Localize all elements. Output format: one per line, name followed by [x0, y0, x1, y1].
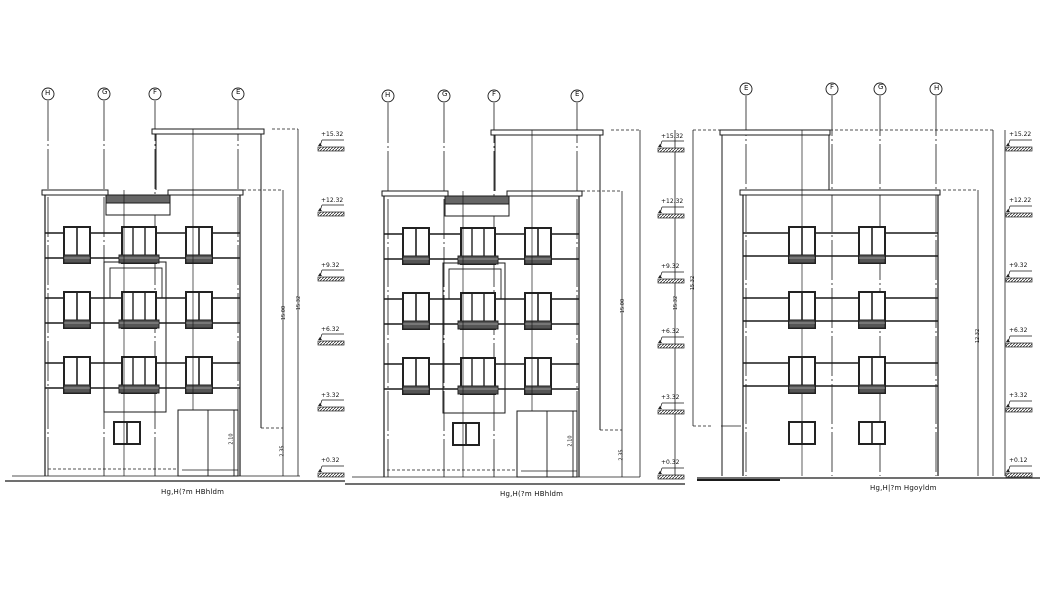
grid-marker-mid-2: G	[442, 90, 448, 98]
dimension-base: 2.35	[279, 445, 286, 457]
grid-marker-mid-4: E	[575, 90, 580, 98]
grid-marker-left-4: E	[236, 88, 241, 96]
level-label: +12.22	[1009, 197, 1032, 204]
dimension-mid: 15.00	[620, 298, 627, 314]
dimension-mid: 15.00	[281, 305, 288, 321]
grid-marker-left-2: G	[102, 88, 108, 96]
grid-marker-right-2: F	[830, 83, 835, 91]
level-label: +15.32	[661, 133, 684, 140]
level-label: +9.32	[661, 263, 680, 270]
elevation-middle	[345, 89, 685, 485]
elevation-right	[692, 82, 1040, 481]
level-label: +3.32	[1009, 392, 1028, 399]
dimension-base: 2.35	[618, 449, 625, 461]
grid-marker-mid-3: F	[492, 90, 497, 98]
elevation-title-right: Hg,H|?m Hgoyldm	[870, 484, 937, 492]
level-label: +9.32	[1009, 262, 1028, 269]
level-label: +3.32	[661, 394, 680, 401]
dimension-door: 2.10	[228, 433, 235, 445]
elevation-title-left: Hg,H(?m HBhldm	[161, 488, 225, 496]
level-label: +12.32	[321, 197, 344, 204]
dimension-door: 2.10	[567, 435, 574, 447]
elevation-title-middle: Hg,H(?m HBhldm	[500, 490, 564, 498]
grid-marker-right-4: H	[934, 84, 940, 92]
dimension-overall: 15.32	[690, 275, 697, 291]
level-label: +12.32	[661, 198, 684, 205]
level-label: +3.32	[321, 392, 340, 399]
elevation-left	[5, 87, 345, 482]
dimension-overall: 15.32	[673, 295, 680, 311]
dimension-overall: 15.32	[296, 295, 303, 311]
grid-marker-right-1: E	[744, 84, 749, 92]
grid-marker-left-1: H	[45, 89, 51, 97]
grid-marker-mid-1: H	[385, 91, 391, 99]
dimension-mid: 12.32	[975, 328, 982, 344]
level-label: +15.22	[1009, 131, 1032, 138]
grid-marker-left-3: F	[153, 88, 158, 96]
level-label: +6.32	[321, 326, 340, 333]
level-label: +0.32	[661, 459, 680, 466]
level-label: +6.32	[661, 328, 680, 335]
level-label: +6.32	[1009, 327, 1028, 334]
level-label: +15.32	[321, 131, 344, 138]
level-label: +0.32	[321, 457, 340, 464]
level-label: +0.12	[1009, 457, 1028, 464]
grid-marker-right-3: G	[878, 83, 884, 91]
level-label: +9.32	[321, 262, 340, 269]
